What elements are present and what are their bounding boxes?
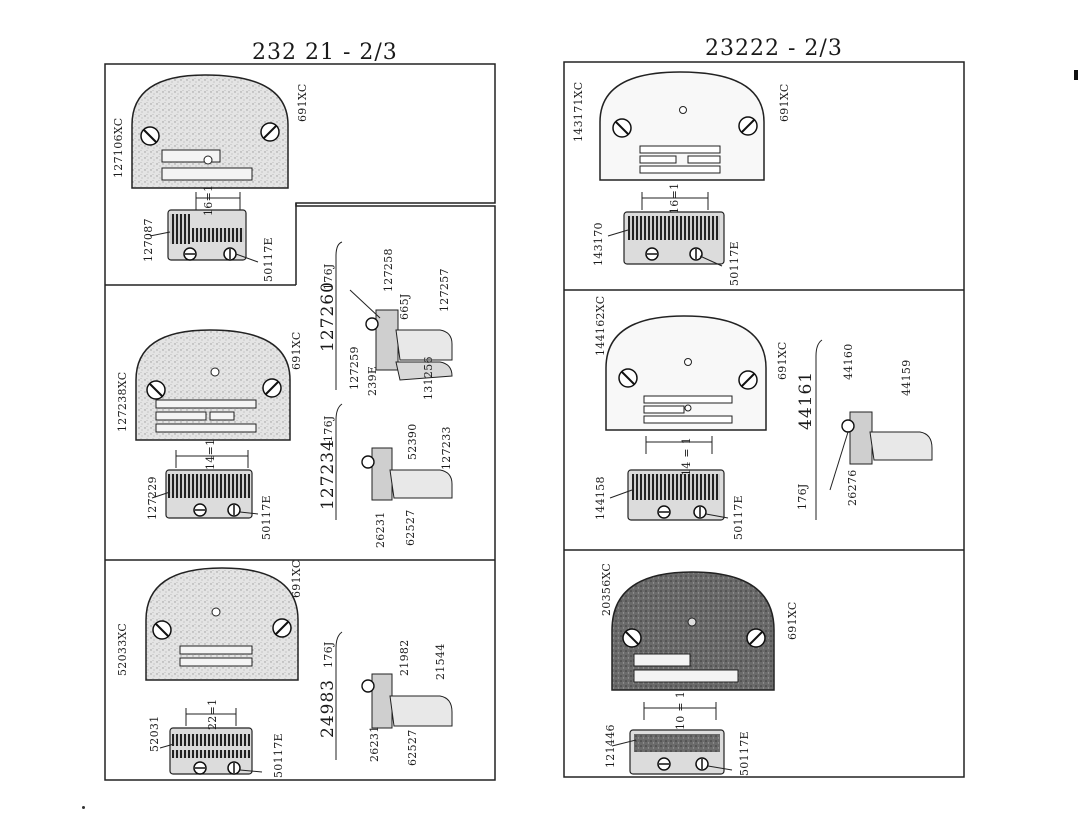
right-f1-part-0: 44160 (842, 343, 855, 381)
right-p2-plate (605, 315, 767, 431)
right-p1-feed (607, 192, 725, 267)
left-f2-number: 127234 (318, 439, 338, 510)
right-f1-part-2: 26276 (846, 469, 859, 507)
right-p2-throat-plate-label: 144162XC (594, 295, 607, 356)
right-p2-screw-label: 691XC (776, 341, 789, 380)
left-f3-screw: 176J (322, 641, 335, 668)
right-p1-feed-screw-label: 50117E (728, 241, 741, 286)
right-f1-number: 44161 (796, 370, 816, 430)
left-p1-feed-screw-label: 50117E (262, 237, 275, 282)
right-p3-screw-label: 691XC (786, 601, 799, 640)
left-p3-plate (145, 567, 299, 681)
right-p1-throat-plate-label: 143171XC (572, 81, 585, 142)
right-f1-part-1: 44159 (900, 359, 913, 397)
left-f2-part-2: 62527 (404, 509, 417, 547)
left-f3-part-2: 62527 (406, 729, 419, 767)
left-p1-feed (149, 192, 259, 263)
left-p2-feed-dog-label: 127229 (146, 476, 159, 520)
left-f2-part-3: 26231 (374, 511, 387, 549)
left-p3-feed (159, 708, 263, 775)
left-p2-gauge-label: 14=1 (204, 438, 217, 470)
right-p1-plate (599, 71, 765, 181)
left-p2-feed-screw-label: 50117E (260, 495, 273, 540)
left-f1-part-0: 127258 (382, 248, 395, 292)
left-p2-throat-plate-label: 127238XC (116, 371, 129, 432)
left-p3-throat-plate-label: 52033XC (116, 622, 129, 676)
left-f1-part-1: 665J (398, 293, 411, 320)
right-p2-feed-screw-label: 50117E (732, 495, 745, 540)
right-p3-throat-plate-label: 20356XC (600, 562, 613, 616)
right-p2-feed (609, 436, 729, 521)
left-f1-part-3: 131256 (422, 356, 435, 400)
left-f1-part-2: 127257 (438, 268, 451, 312)
left-f2-foot (335, 403, 453, 520)
scan-dot (82, 806, 85, 809)
right-p1-gauge-label: 16=1 (668, 182, 681, 214)
left-p1-plate (131, 74, 289, 189)
right-p1-screw-label: 691XC (778, 83, 791, 122)
right-p3-gauge-label: 10 = 1 (674, 690, 687, 730)
left-f3-number: 24983 (318, 678, 338, 738)
left-p2-plate (135, 329, 291, 441)
left-p3-feed-dog-label: 52031 (148, 715, 161, 753)
left-title: 232 21 - 2/3 (252, 40, 398, 65)
left-f2-part-0: 52390 (406, 423, 419, 461)
right-p3-feed-screw-label: 50117E (738, 731, 751, 776)
left-p1-throat-plate-label: 127106XC (112, 117, 125, 178)
left-f3-part-3: 26231 (368, 725, 381, 763)
left-f2-part-1: 127233 (440, 426, 453, 470)
right-f1-screw: 176J (796, 483, 809, 510)
right-f1-foot (815, 339, 933, 520)
left-f3-part-1: 21544 (434, 643, 447, 681)
left-f3-foot (335, 631, 453, 760)
left-p2-feed (151, 450, 259, 519)
scan-edge-mark (1074, 70, 1078, 80)
left-p1-feed-dog-label: 127087 (142, 218, 155, 262)
left-p3-feed-screw-label: 50117E (272, 733, 285, 778)
right-title: 23222 - 2/3 (705, 36, 843, 61)
left-f1-part-4: 239E (366, 365, 379, 396)
left-f1-foot (335, 241, 453, 390)
left-f1-number: 127260 (318, 281, 338, 352)
right-p2-feed-dog-label: 144158 (594, 476, 607, 520)
right-p3-feed-dog-label: 121446 (604, 724, 617, 768)
left-f1-part-5: 127259 (348, 346, 361, 390)
left-p2-screw-label: 691XC (290, 331, 303, 370)
right-p2-gauge-label: 14 = 1 (680, 436, 693, 476)
right-p3-feed (611, 702, 733, 775)
left-p1-screw-label: 691XC (296, 83, 309, 122)
left-f3-part-0: 21982 (398, 639, 411, 677)
left-p3-screw-label: 691XC (290, 559, 303, 598)
left-p1-gauge-label: 16=1 (202, 184, 215, 216)
left-p3-gauge-label: 22=1 (206, 698, 219, 730)
left-f1-screw: 176J (322, 263, 335, 290)
right-p1-feed-dog-label: 143170 (592, 222, 605, 266)
right-p3-plate (611, 571, 775, 691)
left-f2-screw: 176J (322, 415, 335, 442)
